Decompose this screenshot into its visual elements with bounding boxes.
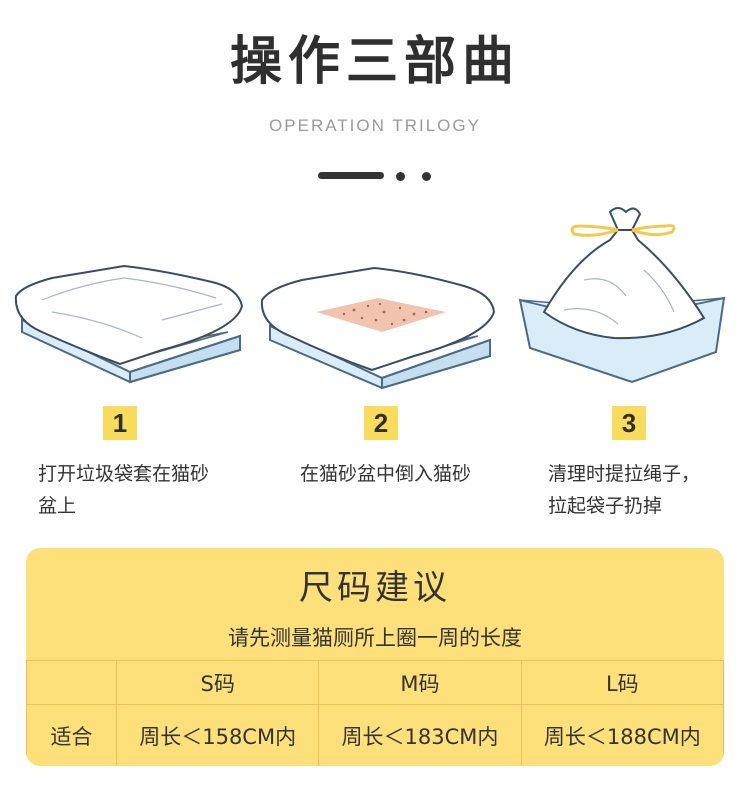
caption-line: 清理时提拉绳子， <box>548 463 701 485</box>
caption-line: 在猫砂盆中倒入猫砂 <box>300 463 472 485</box>
size-l-header: L码 <box>520 660 724 705</box>
size-guide-subtitle: 请先测量猫厕所上圈一周的长度 <box>228 626 522 650</box>
size-guide-title: 尺码建议 <box>299 568 451 608</box>
caption-line: 打开垃圾袋套在猫砂 <box>38 463 210 485</box>
page-subtitle: OPERATION TRILOGY <box>269 116 481 135</box>
caption-line: 盆上 <box>38 495 77 517</box>
step-3-number: 3 <box>612 406 646 440</box>
size-table: S码 M码 L码 适合 周长＜158CM内 周长＜183CM内 周长＜188CM… <box>26 660 724 766</box>
title-divider <box>318 172 438 181</box>
table-row: 适合 周长＜158CM内 周长＜183CM内 周长＜188CM内 <box>26 704 724 766</box>
size-l-value: 周长＜188CM内 <box>520 704 724 766</box>
step-2-illustration <box>258 200 498 390</box>
step-1-illustration <box>12 200 248 390</box>
step-2-caption: 在猫砂盆中倒入猫砂 <box>300 458 471 490</box>
size-m-value: 周长＜183CM内 <box>318 704 522 766</box>
step-3-caption: 清理时提拉绳子， 拉起袋子扔掉 <box>548 458 700 522</box>
table-corner-cell <box>26 660 117 705</box>
table-header-row: S码 M码 L码 <box>26 660 724 705</box>
step-1-number: 1 <box>103 406 137 440</box>
row-label: 适合 <box>26 704 117 766</box>
divider-dot <box>422 172 431 181</box>
caption-line: 拉起袋子扔掉 <box>548 495 663 517</box>
divider-dot <box>396 172 405 181</box>
size-m-header: M码 <box>318 660 522 705</box>
step-3-illustration <box>514 200 738 390</box>
size-guide-card: 尺码建议 请先测量猫厕所上圈一周的长度 S码 M码 L码 适合 周长＜158CM… <box>26 548 724 766</box>
step-1-caption: 打开垃圾袋套在猫砂 盆上 <box>38 458 209 522</box>
size-s-header: S码 <box>115 660 320 705</box>
divider-bar <box>318 172 384 179</box>
page-title: 操作三部曲 <box>229 32 520 92</box>
step-2-number: 2 <box>364 406 398 440</box>
size-s-value: 周长＜158CM内 <box>115 704 320 766</box>
